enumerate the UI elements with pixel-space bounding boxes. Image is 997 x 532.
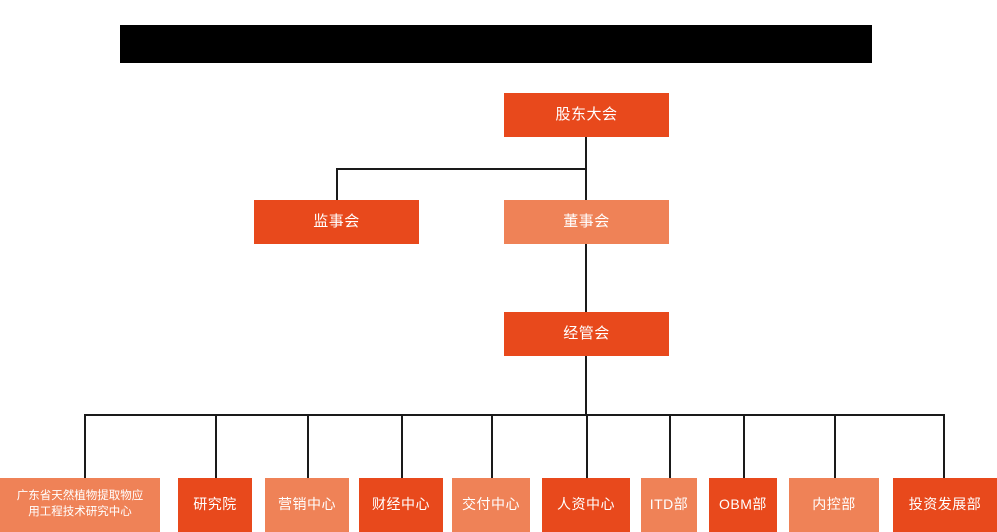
org-node-marketing-center[interactable]: 营销中心 bbox=[265, 478, 349, 532]
org-node-shareholders-meeting[interactable]: 股东大会 bbox=[504, 93, 669, 137]
connector-drop-research-center bbox=[84, 414, 86, 478]
org-node-guangdong-plant-extract-research-center[interactable]: 广东省天然植物提取物应 用工程技术研究中心 bbox=[0, 478, 160, 532]
org-node-board-of-directors[interactable]: 董事会 bbox=[504, 200, 669, 244]
connector-management-down-stub bbox=[585, 356, 587, 414]
connector-drop-hr bbox=[586, 414, 588, 478]
org-node-delivery-center[interactable]: 交付中心 bbox=[452, 478, 530, 532]
connector-drop-itd bbox=[669, 414, 671, 478]
connector-directors-to-management bbox=[585, 244, 587, 312]
connector-drop-finance bbox=[401, 414, 403, 478]
connector-drop-delivery bbox=[491, 414, 493, 478]
org-node-research-institute[interactable]: 研究院 bbox=[178, 478, 252, 532]
connector-drop-research-institute bbox=[215, 414, 217, 478]
connector-drop-obm bbox=[743, 414, 745, 478]
org-node-board-of-supervisors[interactable]: 监事会 bbox=[254, 200, 419, 244]
connector-directors-drop bbox=[585, 168, 587, 200]
connector-supervisors-drop bbox=[336, 168, 338, 200]
org-node-obm-department[interactable]: OBM部 bbox=[709, 478, 777, 532]
org-node-finance-center[interactable]: 财经中心 bbox=[359, 478, 443, 532]
org-node-human-resources-center[interactable]: 人资中心 bbox=[542, 478, 630, 532]
connector-shareholders-down-stub bbox=[585, 137, 587, 169]
org-node-itd-department[interactable]: ITD部 bbox=[641, 478, 697, 532]
org-node-investment-development-department[interactable]: 投资发展部 bbox=[893, 478, 997, 532]
connector-level2-horizontal-bus bbox=[336, 168, 586, 170]
redacted-title-bar bbox=[120, 25, 872, 63]
connector-drop-investment bbox=[943, 414, 945, 478]
connector-level4-horizontal-bus bbox=[84, 414, 943, 416]
connector-drop-marketing bbox=[307, 414, 309, 478]
connector-drop-internal-control bbox=[834, 414, 836, 478]
org-node-management-committee[interactable]: 经管会 bbox=[504, 312, 669, 356]
org-node-internal-control-department[interactable]: 内控部 bbox=[789, 478, 879, 532]
